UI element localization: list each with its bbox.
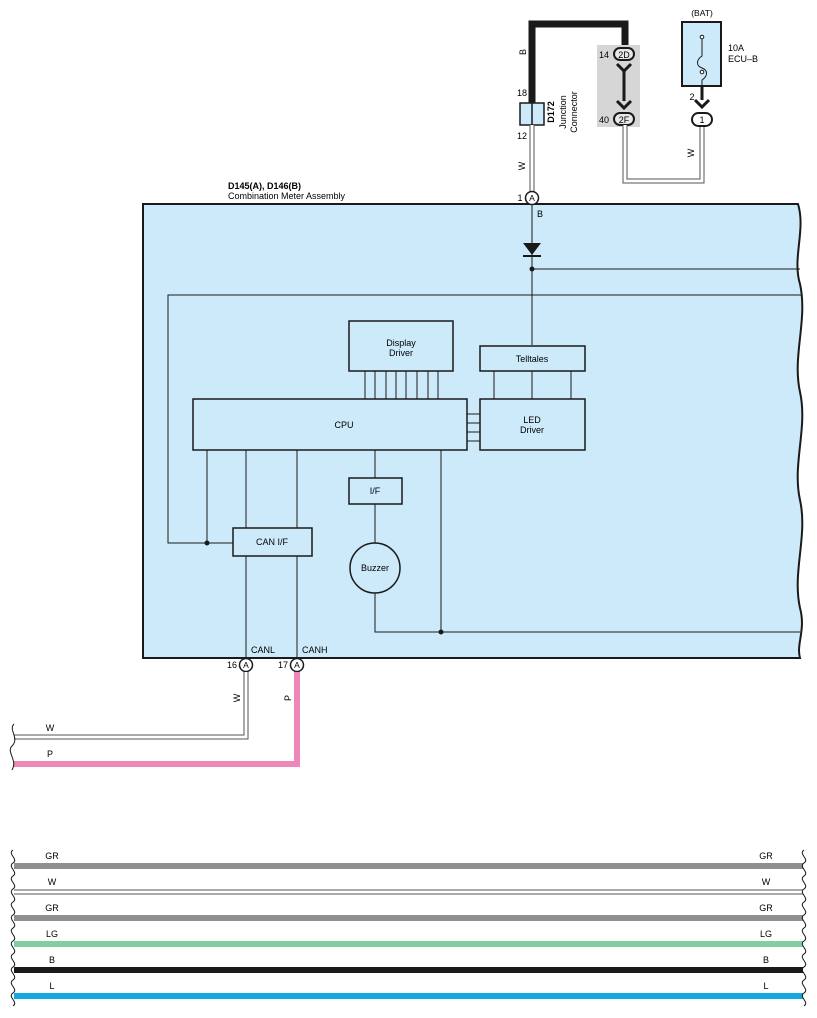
bus-line-left-label: GR xyxy=(45,903,59,913)
fuse-pin: 2 xyxy=(689,92,694,102)
fuse-name: ECU–B xyxy=(728,54,758,64)
bus-line-left-label: B xyxy=(49,955,55,965)
connector-2d-pin: 14 xyxy=(599,50,609,60)
junction-name-1: Junction xyxy=(558,95,568,129)
bus-line-left-label: GR xyxy=(45,851,59,861)
canl-label: CANL xyxy=(251,645,275,655)
cpu-lower-lines xyxy=(206,450,800,633)
interface-block xyxy=(348,477,403,505)
telltales-block xyxy=(479,345,586,372)
cpu-label: CPU xyxy=(334,420,353,430)
bus-line-left-label: LG xyxy=(46,929,58,939)
terminal-a17 xyxy=(289,657,305,673)
wire-label-bus-p: P xyxy=(47,749,53,759)
fuse-end-top xyxy=(699,34,705,40)
node-ground xyxy=(438,629,444,635)
bus-break-left xyxy=(10,849,16,1007)
wire-label-top-b: B xyxy=(518,49,528,55)
bus-line-right-label: L xyxy=(763,981,768,991)
terminal-a1-label: A xyxy=(529,193,535,203)
display-driver-label-2: Driver xyxy=(389,348,413,358)
connector-2d-label: 2D xyxy=(618,50,630,60)
diode-icon xyxy=(523,243,541,255)
led-driver-block xyxy=(479,398,586,451)
junction-code: D172 xyxy=(546,101,556,123)
fuse-end-bottom xyxy=(699,69,705,75)
telltale-bus xyxy=(493,371,572,399)
junction-name-2: Connector xyxy=(569,91,579,133)
bus-line-right-label: B xyxy=(763,955,769,965)
fuse-chevron xyxy=(693,98,711,110)
bus-lines: GR GR W W GR GR LG LG B B L L xyxy=(10,849,807,1007)
bus-line-right-label: GR xyxy=(759,903,773,913)
wire-label-canl-w: W xyxy=(232,693,242,702)
terminal-a1-pin: 1 xyxy=(517,193,522,203)
terminal-a17-pin: 17 xyxy=(278,660,288,670)
wire-canl-w-inner xyxy=(14,672,248,739)
fuse-icon xyxy=(697,38,707,86)
buzzer-icon xyxy=(349,542,401,594)
canh-label: CANH xyxy=(302,645,328,655)
terminal-a16-label: A xyxy=(243,660,249,670)
wire-label-meter-b: B xyxy=(537,209,543,219)
fuse-terminal xyxy=(691,112,713,127)
connector-2d xyxy=(613,47,635,61)
led-driver-label-2: Driver xyxy=(520,425,544,435)
bus-line-left-label: W xyxy=(48,877,57,887)
wire-w-fuse-inner xyxy=(623,125,704,183)
can-if-block xyxy=(232,527,313,557)
bus-break-right xyxy=(801,849,807,1007)
bus-line-right-label: GR xyxy=(759,851,773,861)
interface-label: I/F xyxy=(370,486,381,496)
terminal-a16 xyxy=(238,657,254,673)
terminal-a1 xyxy=(524,190,540,206)
display-driver-label-1: Display xyxy=(386,338,416,348)
wire-break-left-upper xyxy=(9,723,16,771)
cpu-block xyxy=(192,398,468,451)
meter-line-outer-loop xyxy=(167,294,801,544)
meter-title-line1: D145(A), D146(B) xyxy=(228,181,301,191)
terminal-a16-pin: 16 xyxy=(227,660,237,670)
wire-label-junction-w: W xyxy=(517,161,527,170)
wire-label-bus-w: W xyxy=(46,723,55,733)
junction-pin-top: 18 xyxy=(517,88,527,98)
connector-2f-pin: 40 xyxy=(599,115,609,125)
bus-line-left-label: L xyxy=(49,981,54,991)
wire-b-top xyxy=(528,20,629,103)
meter-title-line2: Combination Meter Assembly xyxy=(228,191,346,201)
terminal-a17-label: A xyxy=(294,660,300,670)
wire-label-canh-p: P xyxy=(283,695,293,701)
telltales-label: Telltales xyxy=(516,354,549,364)
cpu-led-bus xyxy=(467,413,480,442)
display-driver-block xyxy=(348,320,454,372)
wire-canh-p xyxy=(14,672,300,767)
display-bus xyxy=(364,371,439,399)
buzzer-label: Buzzer xyxy=(361,563,389,573)
led-driver-label-1: LED xyxy=(523,415,541,425)
connector-chevron-bottom xyxy=(615,99,633,111)
wire-label-fuse-w: W xyxy=(686,148,696,157)
junction-pin-bottom: 12 xyxy=(517,131,527,141)
can-if-label: CAN I/F xyxy=(256,537,289,547)
bus-line-right-label: W xyxy=(762,877,771,887)
fuse-terminal-label: 1 xyxy=(699,115,704,125)
fuse-rating: 10A xyxy=(728,43,744,53)
connector-2f-label: 2F xyxy=(619,115,630,125)
bus-line-right-label: LG xyxy=(760,929,772,939)
fuse-bat-label: (BAT) xyxy=(691,8,713,18)
node-canif xyxy=(204,540,210,546)
